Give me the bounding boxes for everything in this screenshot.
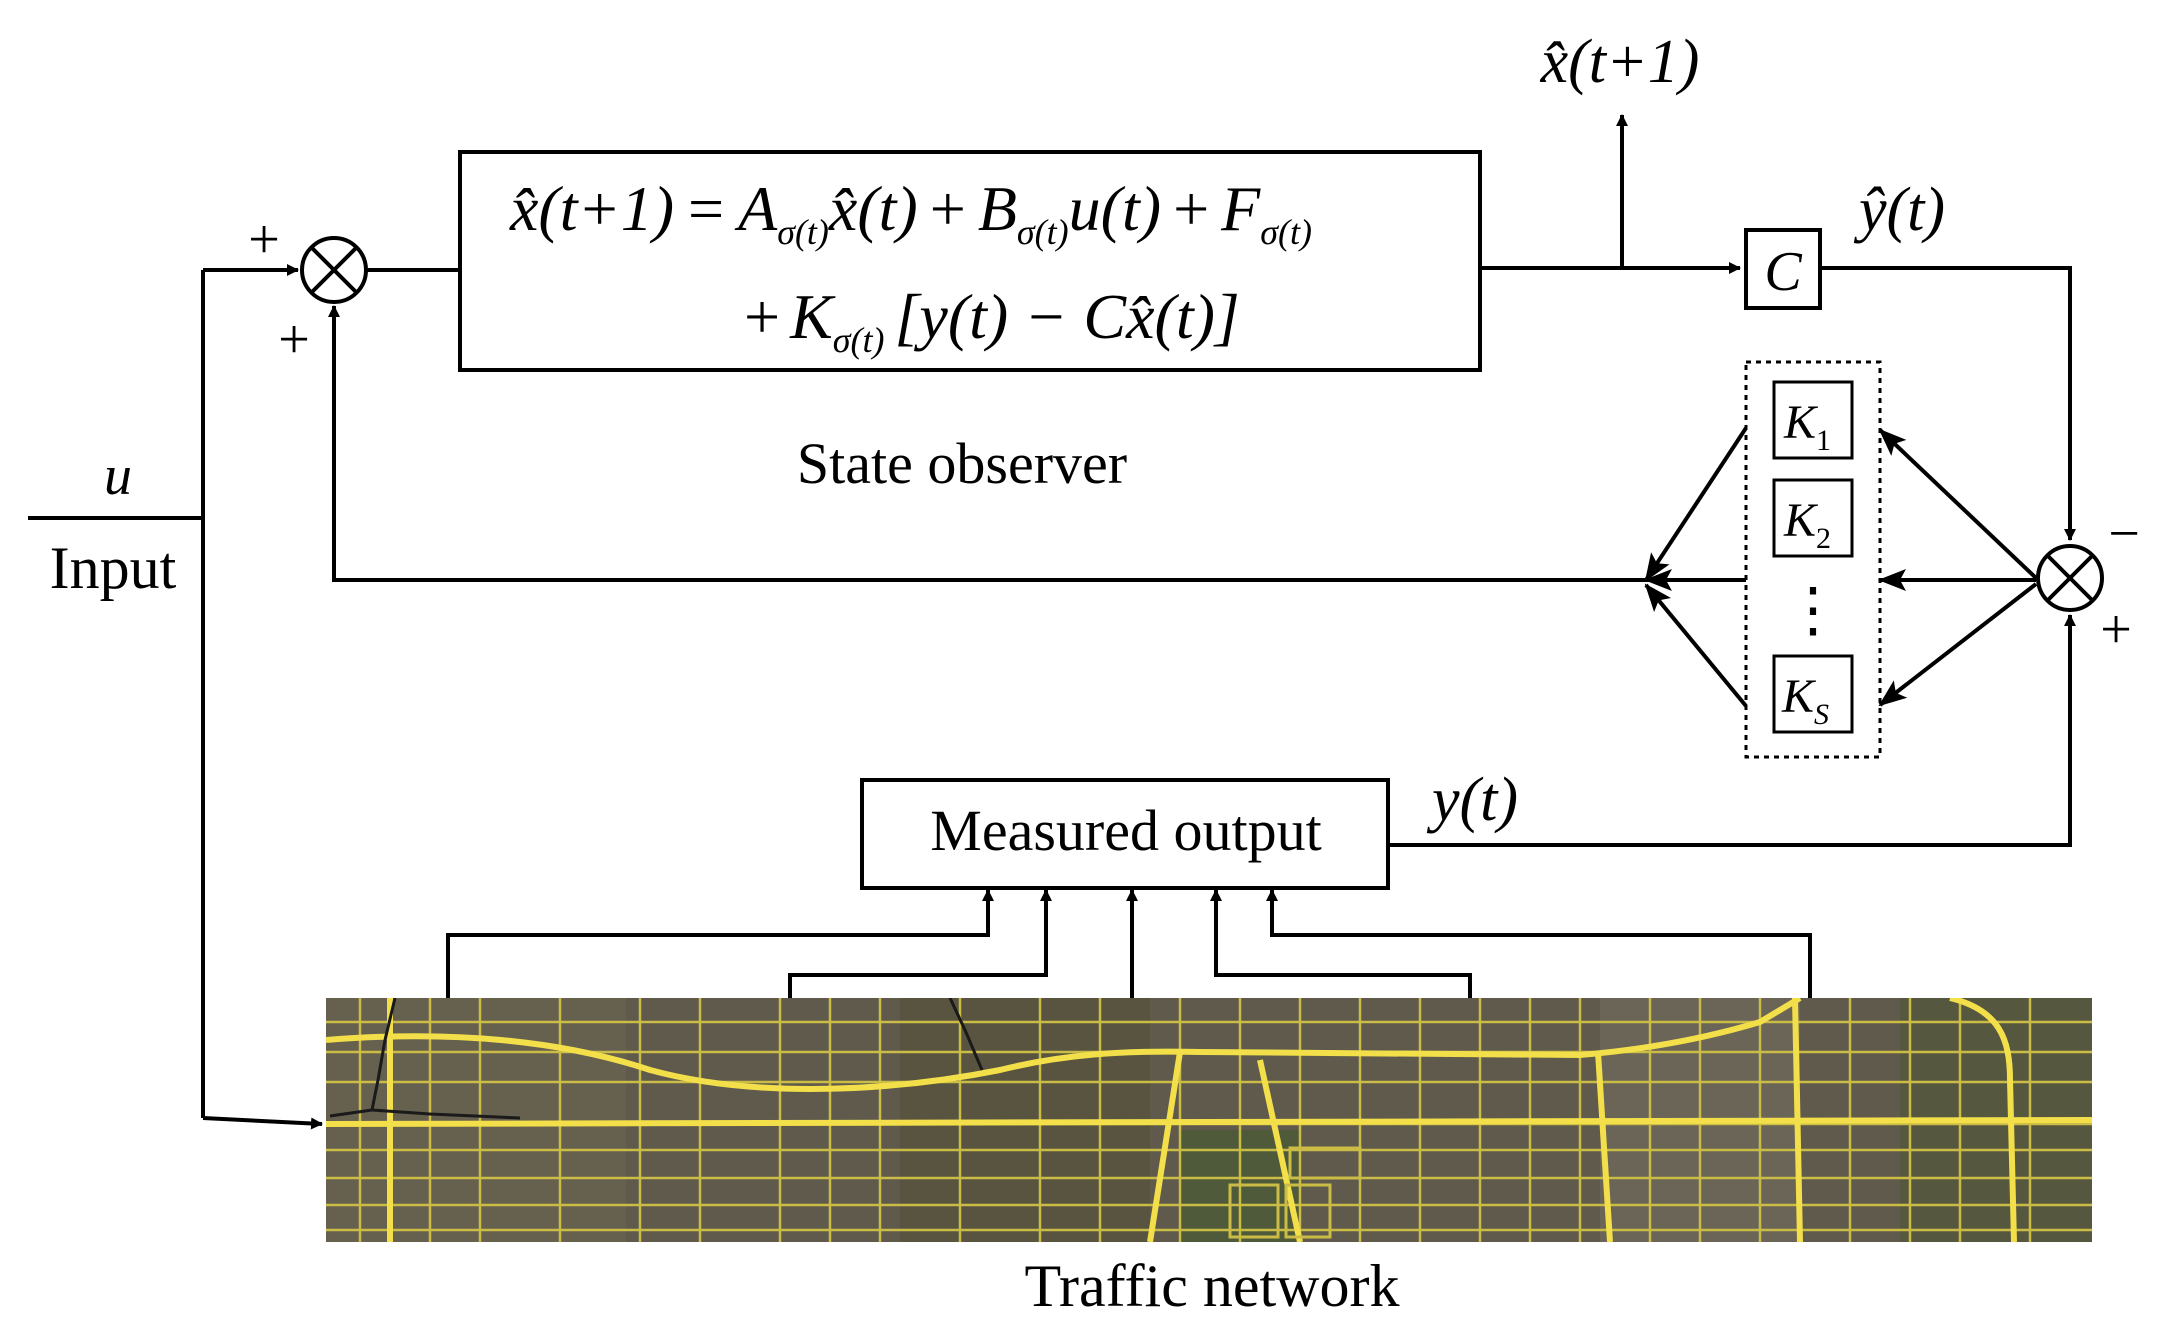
gain-k1-block: K1 [1772,380,1854,460]
gain-k2-block: K2 [1772,478,1854,558]
feedback-line [328,305,1648,582]
input-signal: u Input [28,264,323,1130]
gain-output-arrows [1644,426,1748,708]
state-observer-block: x̂(t+1)=Aσ(t)x̂(t)+Bσ(t)u(t)+Fσ(t) +Kσ(t… [458,150,1482,372]
traffic-network-map [326,998,2092,1242]
yhat-label: ŷ(t) [1853,176,1945,244]
svg-text:K2: K2 [1783,494,1831,555]
svg-text:KS: KS [1781,670,1829,731]
observer-output: x̂(t+1) [1480,28,1741,274]
sensor-lines [446,889,1812,998]
plus-sign-bottom: + [278,309,310,371]
gain-ks-block: KS [1772,654,1854,734]
y-label: y(t) [1426,766,1518,834]
measured-output-block: Measured output [860,778,1390,890]
gain-bank: K1 K2 ⋮ KS [1744,360,1882,759]
traffic-network-label: Traffic network [1025,1253,1400,1319]
c-block: C [1744,228,1822,310]
state-observer-label: State observer [797,431,1127,496]
xhat-next-label: x̂(t+1) [1540,28,1700,96]
input-label: Input [50,535,177,601]
measured-output-label: Measured output [930,798,1321,863]
minus-sign: − [2108,503,2140,565]
gain-input-arrows [1878,428,2038,707]
input-symbol: u [104,445,132,507]
summing-junction-right: − + [2036,503,2140,661]
gain-ellipsis: ⋮ [1783,577,1843,643]
plus-sign-top: + [248,209,280,271]
summing-junction-left: + + [248,209,368,371]
c-block-label: C [1764,241,1802,303]
plus-sign-right: + [2100,599,2132,661]
svg-text:K1: K1 [1783,396,1831,457]
observer-equation-line2: +Kσ(t)[y(t) − Cx̂(t)] [744,281,1240,360]
observer-equation-line1: x̂(t+1)=Aσ(t)x̂(t)+Bσ(t)u(t)+Fσ(t) [509,173,1312,252]
